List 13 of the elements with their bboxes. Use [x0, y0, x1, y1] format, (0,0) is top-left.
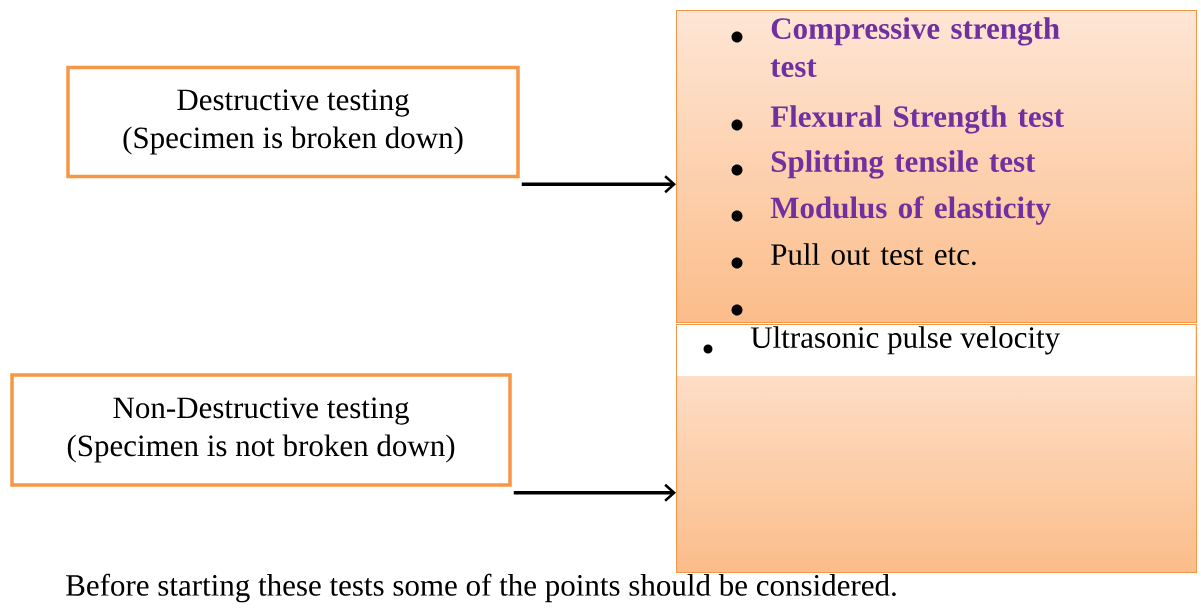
- paragraph-text: Before starting these tests some of the points should be considered.: [66, 573, 896, 603]
- list-panel: [676, 10, 1197, 323]
- list-item: Modulus of elasticity: [731, 196, 1051, 225]
- list-item: Ultrasonic pulse velocity: [703, 326, 1061, 355]
- arrow: [521, 175, 676, 194]
- list-item: Pull out test etc.: [731, 243, 976, 269]
- text-box: Destructive testing (Specimen is broken down): [66, 65, 520, 179]
- list-panel: [676, 324, 1197, 573]
- text-box: Non-Destructive testing (Specimen is not broken down): [10, 373, 512, 487]
- arrow: [513, 483, 676, 502]
- list-item: Flexural Strength test: [731, 105, 1064, 134]
- list-item: Splitting tensile test: [731, 150, 1036, 179]
- list-item: Compressive strength test: [731, 17, 1060, 77]
